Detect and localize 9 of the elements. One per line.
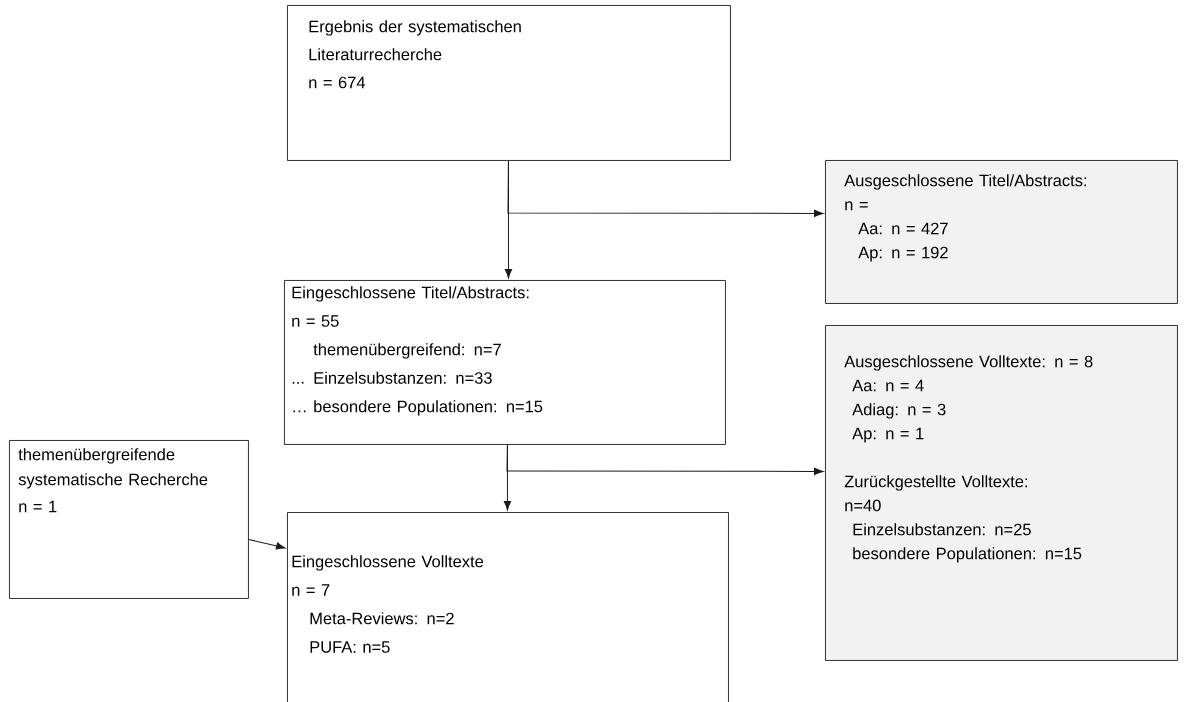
arrow bbox=[248, 538, 286, 550]
flow-box: Ausgeschlossene Titel/Abstracts: n = Aa: n = 427 Ap: n = 192 bbox=[825, 160, 1178, 304]
flow-box: Eingeschlossene Volltexte n = 7 Meta-Reviews: n=2 PUFA: n=5 bbox=[287, 512, 729, 702]
flow-box: Ausgeschlossene Volltexte: n = 8 Aa: n = 4 Adiag: n = 3 Ap: n = 1 Zurückgestellte Volltexte: n=40 Einzelsubstanzen: n=25 besondere Populationen: n=15 bbox=[825, 325, 1178, 661]
flow-box: Eingeschlossene Titel/Abstracts: n = 55 themenübergreifend: n=7 ... Einzelsubstanzen: n=33 … besondere Populationen: n=15 bbox=[284, 280, 726, 445]
arrow bbox=[507, 160, 824, 218]
arrow bbox=[506, 444, 824, 476]
flow-box: Ergebnis der systematischen Literaturrecherche n = 674 bbox=[287, 5, 731, 161]
flow-box: themenübergreifende systematische Recherche n = 1 bbox=[9, 440, 249, 599]
